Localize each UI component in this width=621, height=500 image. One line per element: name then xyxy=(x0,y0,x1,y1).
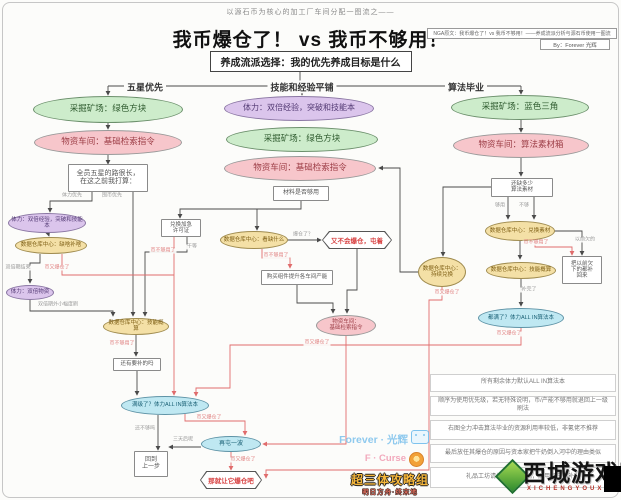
node-m-green: 采掘矿场：绿色方块 xyxy=(226,126,378,152)
watermark-black-block xyxy=(604,466,621,492)
node-label: 又不会爆仓，屯着 xyxy=(323,232,391,248)
node-m-rect2: 购买组件提升各车间产能 xyxy=(261,269,333,285)
edge-label: 囤币优先 xyxy=(100,192,124,199)
node-m-purple: 体力：双倍经验，突破和技能本 xyxy=(224,95,374,121)
nga-source-note: NGA原文：我币爆仓了！vs 我币不够用！——养成流派分析与源石币使用一图流 xyxy=(427,28,617,39)
edge-label: 够用 xyxy=(493,202,507,209)
edge xyxy=(296,285,336,314)
note-row-1: 所有剩余体力默认ALL IN算法本 xyxy=(430,374,616,392)
node-l-purple2: 体力：双倍物资 xyxy=(6,284,54,300)
node-r-tan3: 数据仓库中心：持续兑换 xyxy=(418,257,466,287)
node-l-green: 采掘矿场：绿色方块 xyxy=(33,95,183,123)
edge-label: 币不够用了 xyxy=(108,340,136,347)
edge-label: 币不够用了 xyxy=(149,247,177,254)
node-l-plan: 全员五星的路很长， 在这之前我打算： xyxy=(68,164,148,192)
node-m-hex: 又不会爆仓，屯着 xyxy=(322,231,392,249)
node-l-pink: 物资车间：基础检索指令 xyxy=(34,129,182,155)
edge-label: 干等 xyxy=(185,243,199,250)
edge xyxy=(193,328,522,397)
tagline: 以源石币为核心的加工厂车间分配一图流之—— xyxy=(226,9,395,16)
node-l-rect4: 回到 上一步 xyxy=(134,451,168,477)
edge-label: 币又爆仓了 xyxy=(229,456,257,463)
edge-label: 体力优先 xyxy=(60,192,84,199)
node-m-tan: 数据仓库中心：看缺什么 xyxy=(220,231,288,249)
edge-label: 币又爆仓了 xyxy=(43,264,71,271)
edge xyxy=(27,254,41,284)
edge xyxy=(177,201,302,219)
subtitle-box: 养成流派选择：我的优先养成目标是什么 xyxy=(209,51,412,72)
node-l-rect3: 还有要补的吗 xyxy=(113,357,161,371)
branch-label-algorithm: 算法毕业 xyxy=(444,80,488,94)
note-row-4: 最后放任其爆仓的原因与资本家把牛奶倒入河中的理由类似 xyxy=(430,444,616,463)
edge-label: 币又爆仓了 xyxy=(303,339,331,346)
node-r-pink: 物资车间：算法素材箱 xyxy=(453,132,589,158)
note-row-2: 顺序为使用优先级，若无特殊说明，币/产能不够用就退回上一级刷法 xyxy=(430,396,616,416)
byline: By：Forever 光辉 xyxy=(540,39,610,50)
node-r-tan: 数据仓库中心：兑换素材 xyxy=(485,221,555,241)
edge xyxy=(184,414,248,436)
edge xyxy=(262,336,347,447)
node-r-green: 采掘矿场：蓝色三角 xyxy=(451,94,589,120)
node-m-rect: 材料是否够用 xyxy=(273,185,329,201)
edge xyxy=(263,287,443,479)
node-l-tan2: 数据仓库中心：技能概算 xyxy=(103,317,169,335)
author-curse: F · Curse xyxy=(364,453,406,464)
node-l-cyan: 满级了？体力ALL IN算法本 xyxy=(121,395,209,415)
branch-label-skill-exp: 技能和经验平铺 xyxy=(267,80,337,94)
node-r-rect: 还缺多少 算法素材 xyxy=(491,177,553,197)
edge-label: 币不够用了 xyxy=(262,252,290,259)
node-l-hex: 那就让它爆仓吧 xyxy=(200,471,262,489)
edge xyxy=(344,249,358,314)
page-title: 我币爆仓了！ vs 我币不够用！ xyxy=(172,30,449,51)
watermark-site-en: XICHENGYOUXIWANG xyxy=(527,486,621,492)
team-name: 超三体攻略组 xyxy=(350,473,429,487)
edge xyxy=(47,192,93,213)
edge-label: 补完了 xyxy=(520,286,538,293)
edge xyxy=(440,186,491,257)
edge xyxy=(378,165,418,273)
edge-label: 三天后呢 xyxy=(171,436,195,443)
node-r-tan2: 数据仓库中心：技能概算 xyxy=(486,261,556,279)
edge-label: 爆仓了？ xyxy=(291,231,315,238)
edge-label: 双倍期外小幅度刷 xyxy=(36,301,80,308)
node-label: 那就让它爆仓吧 xyxy=(201,472,261,488)
edge-label: 币又爆仓了 xyxy=(495,330,523,337)
edge xyxy=(555,230,585,256)
edge xyxy=(45,231,51,237)
team-subtitle: 明日方舟·终末地 xyxy=(362,489,418,496)
edge-label: 以前欠的 xyxy=(573,236,597,243)
node-r-rect2: 把以前欠 下的都补 回来 xyxy=(562,256,602,284)
edge-label: 币不够用了 xyxy=(522,239,550,246)
node-m-pink: 物资车间：基础检索指令 xyxy=(224,155,376,181)
edge xyxy=(61,254,174,276)
node-r-cyan: 都满了？体力ALL IN算法本 xyxy=(478,308,564,328)
flower-icon xyxy=(409,452,424,467)
branch-label-five-star: 五星优先 xyxy=(123,80,167,94)
note-row-3: 右图全力冲击算法毕业的资源利用率较低，非氪佬不推荐 xyxy=(430,420,616,440)
edge-label: 币又爆仓了 xyxy=(195,414,223,421)
edge-label: 币又爆仓了 xyxy=(433,289,461,296)
edge-label: 不够 xyxy=(517,202,531,209)
bilibili-tv-icon xyxy=(411,430,429,444)
node-l-purple: 体力：双倍经验，突破和技能本 xyxy=(8,213,86,233)
node-l-tan: 数据仓库中心：缺啥补啥 xyxy=(15,236,87,254)
node-l-cyan2: 再屯一波 xyxy=(201,436,261,452)
edge-label: 双倍期结束 xyxy=(4,264,32,271)
edge xyxy=(29,300,116,317)
edge-label: 还不够吗 xyxy=(133,425,157,432)
author-forever: Forever · 光辉 xyxy=(339,434,408,446)
node-l-rect2: 兑换加急 许可证 xyxy=(161,219,201,237)
node-m-pink2: 物资车间： 基础检索指令 xyxy=(316,314,376,336)
